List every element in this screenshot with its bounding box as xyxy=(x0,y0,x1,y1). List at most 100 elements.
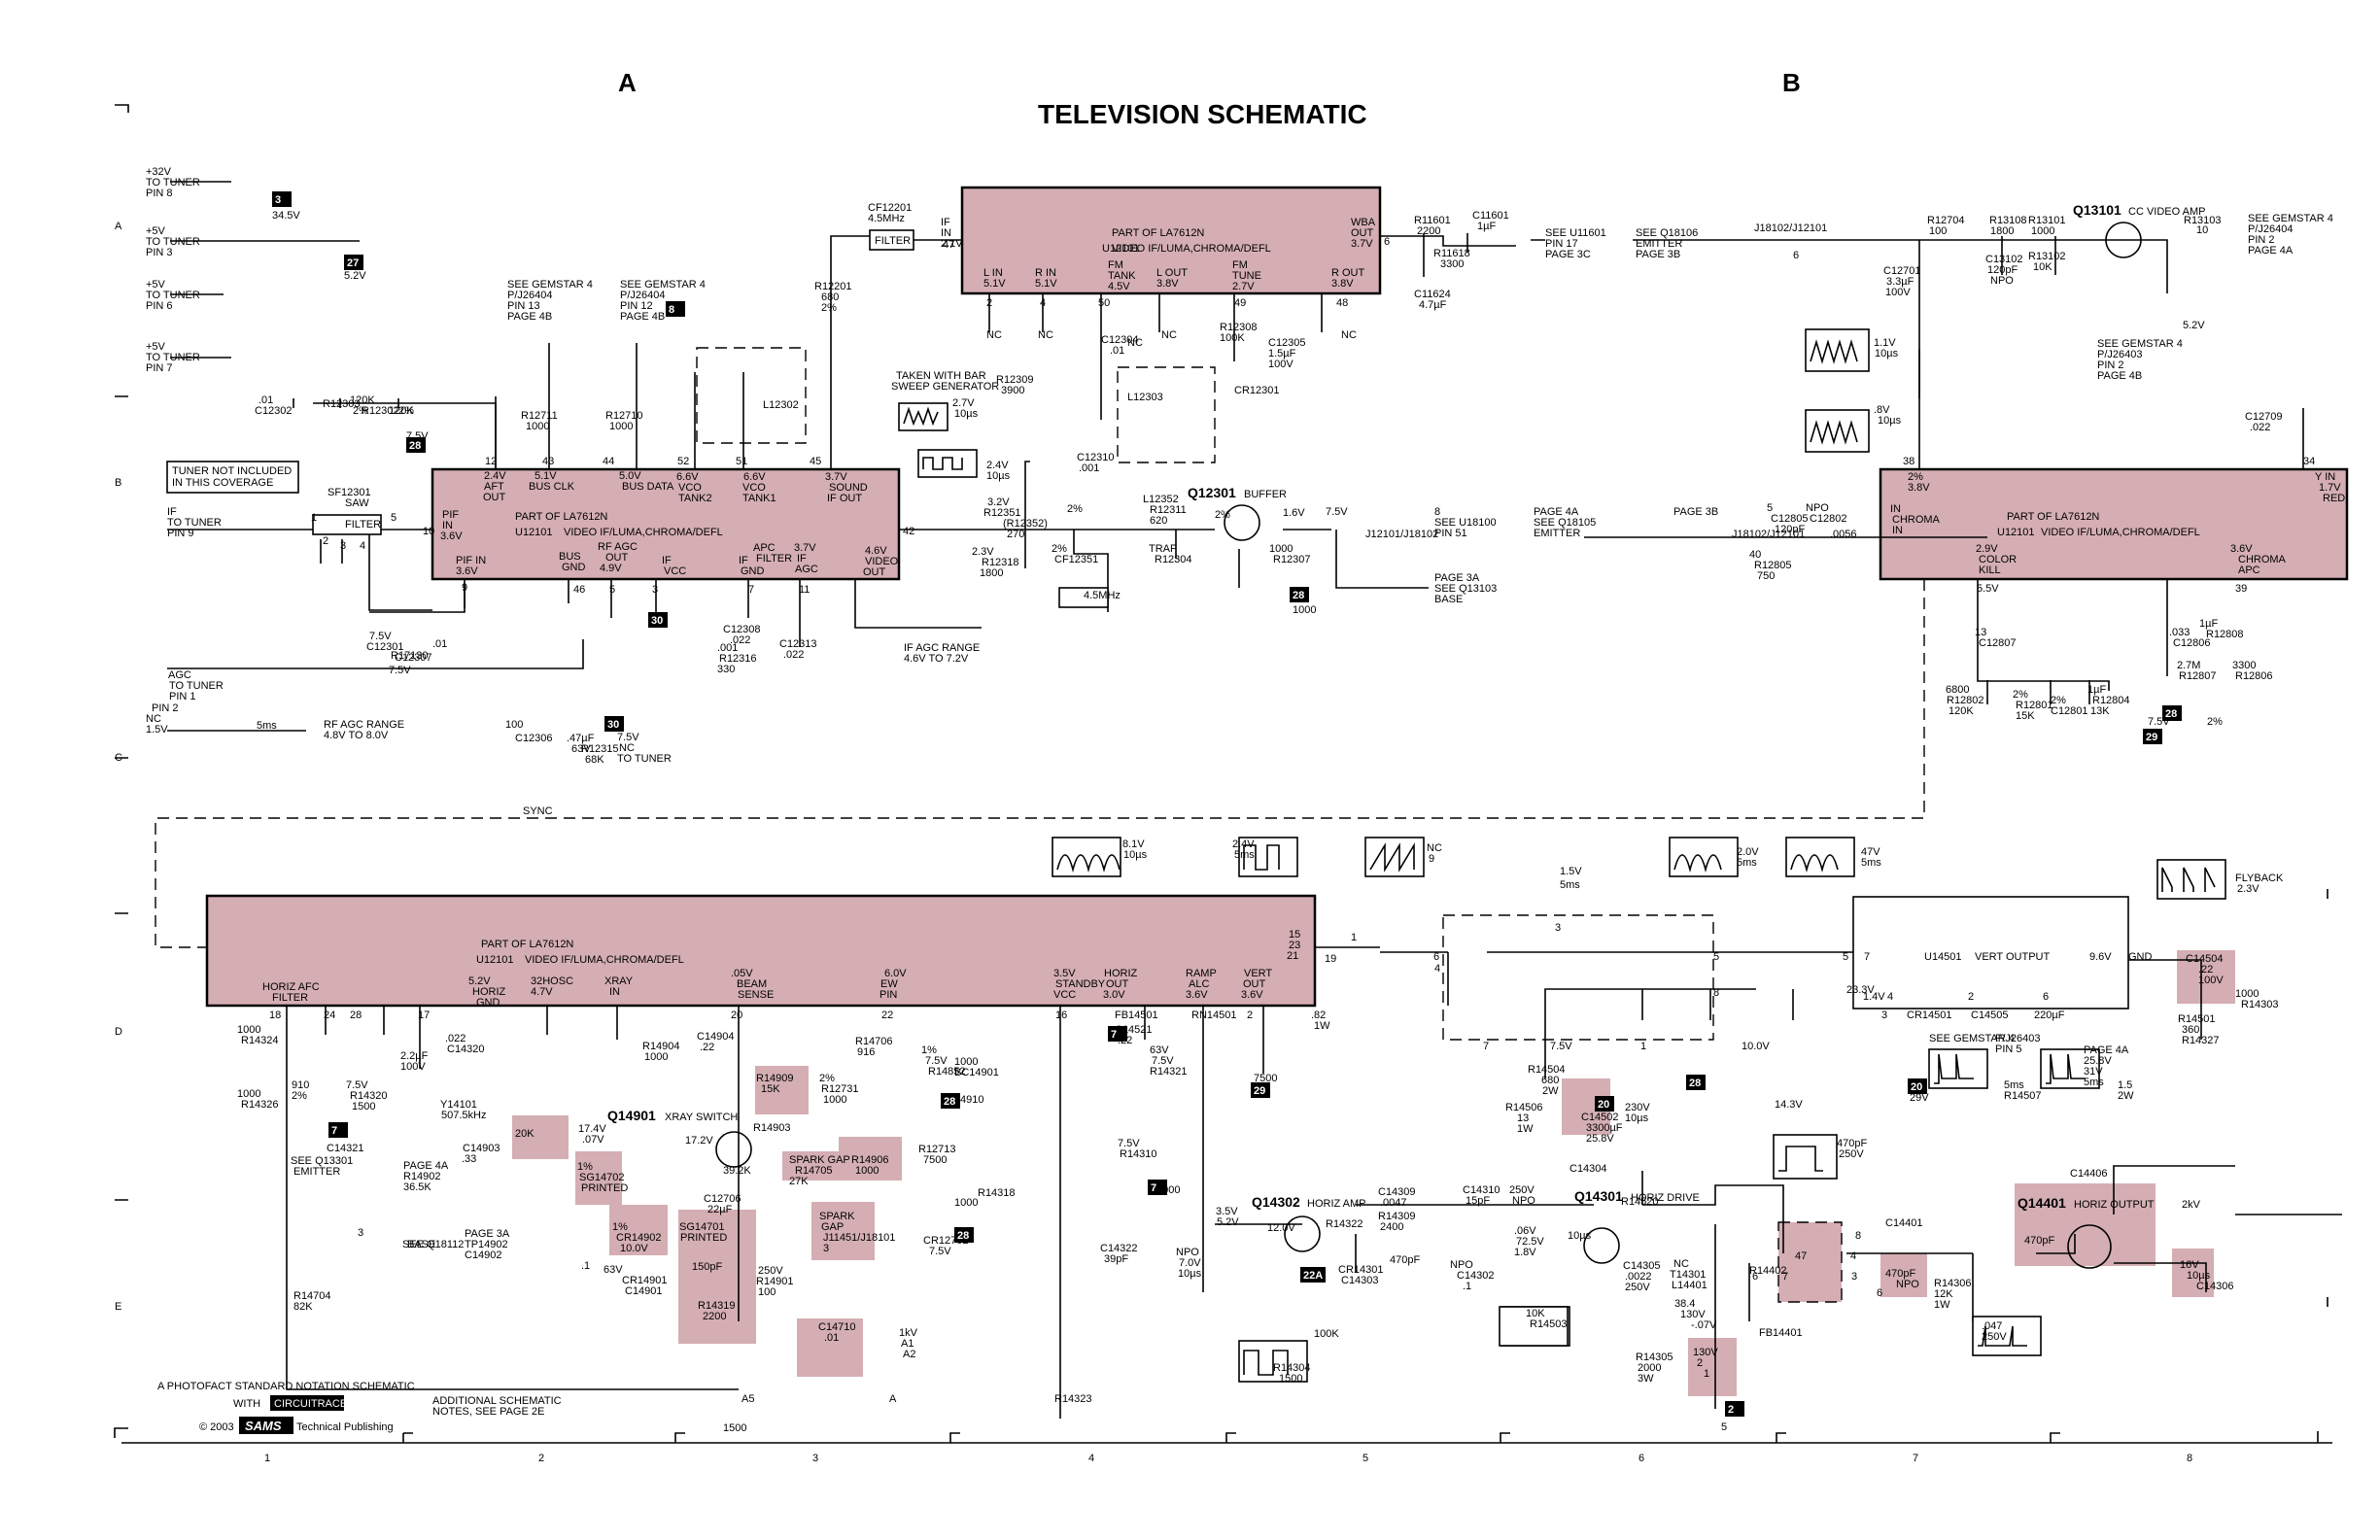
component-label: 72.5V xyxy=(1516,1236,1544,1248)
component-label: 1500 xyxy=(723,1422,746,1434)
component-label: 2.9V xyxy=(1976,543,1998,555)
component-label: 120K xyxy=(350,394,375,406)
component-label: 2% xyxy=(1052,543,1067,555)
component-label: 2.4V xyxy=(986,460,1009,471)
component-label: T14301 xyxy=(1670,1269,1706,1281)
component-label: .07V xyxy=(582,1134,604,1146)
component-label: R14906 xyxy=(851,1154,889,1166)
component-label: 3 xyxy=(358,1227,363,1239)
component-label: R12704 xyxy=(1927,215,1965,226)
component-label: 1% xyxy=(577,1161,593,1173)
component-label: 7.5V xyxy=(1550,1041,1572,1052)
component-label: R12315 xyxy=(581,743,619,755)
svg-text:+5V: +5V xyxy=(146,279,166,291)
component-label: R12351 xyxy=(983,507,1021,519)
svg-text:22A: 22A xyxy=(1303,1270,1323,1282)
tuner-note-box xyxy=(166,461,299,494)
component-label: R13101 xyxy=(2028,215,2066,226)
component-label: FLYBACK xyxy=(2235,873,2284,884)
ic-desc: VIDEO IF/LUMA,CHROMA/DEFL xyxy=(525,954,684,966)
component-label: 49 xyxy=(1234,297,1246,309)
col-3: 3 xyxy=(812,1453,818,1464)
voltage-badge: 29 xyxy=(2143,729,2162,744)
component-label: 8.1V xyxy=(1122,838,1145,850)
col-2: 2 xyxy=(538,1453,544,1464)
component-label: EMITTER xyxy=(293,1166,340,1178)
component-label: RF AGC xyxy=(598,541,638,553)
component-label: 6.0V xyxy=(884,968,907,979)
trap-box xyxy=(1058,587,1109,608)
voltage-badge: 3 xyxy=(272,191,292,207)
component-label: SOUND xyxy=(829,482,868,494)
component-label: 1.5V xyxy=(146,724,168,736)
component-label: Y14101 xyxy=(440,1099,477,1111)
component-label: BUS DATA xyxy=(622,481,674,493)
component-label: 100 xyxy=(505,719,523,731)
component-label: 3 xyxy=(1555,922,1561,934)
component-label: CR14901 xyxy=(622,1275,667,1286)
component-label: 3.8V xyxy=(1908,482,1930,494)
component-label: 40 xyxy=(1749,549,1761,561)
component-label: R14305 xyxy=(1636,1352,1673,1363)
component-label: 9 xyxy=(462,582,467,594)
sams-logo xyxy=(239,1417,293,1434)
component-label: 100K xyxy=(1220,332,1245,344)
component-label: .05V xyxy=(731,968,753,979)
component-label: 250V xyxy=(1509,1184,1535,1196)
component-label: 100V xyxy=(400,1061,426,1073)
q14301-ref: Q14301 xyxy=(1574,1188,1623,1204)
component-label: OUT xyxy=(605,552,629,564)
component-label: 4.9V xyxy=(600,563,622,574)
component-label: 20K xyxy=(515,1128,535,1140)
component-label: 330 xyxy=(717,664,735,675)
component-label: 1 xyxy=(311,512,317,524)
frame-ticks xyxy=(114,104,2332,1444)
component-label: .001 xyxy=(717,642,738,654)
component-label: 2000 xyxy=(1638,1362,1661,1374)
component-label: 3.8V xyxy=(1331,278,1354,290)
component-label: NC xyxy=(1127,337,1143,349)
component-label: 5 xyxy=(1843,951,1848,963)
component-label: A2 xyxy=(903,1349,915,1360)
component-label: PAGE 4A xyxy=(403,1160,449,1172)
component-label: PIN 2 xyxy=(2248,234,2275,246)
component-label: .01 xyxy=(432,638,447,650)
voltage-badge: 28 xyxy=(2162,705,2182,721)
component-label: SEE Q13103 xyxy=(1434,583,1497,595)
component-label: 5 xyxy=(1713,951,1719,963)
component-label: R14507 xyxy=(2004,1090,2042,1102)
component-label: APC xyxy=(2238,565,2260,576)
component-label: 15K xyxy=(761,1083,780,1095)
component-label: 1000 xyxy=(954,1056,978,1068)
component-label: J18102/J12101 xyxy=(1732,529,1805,540)
component-label: 4 xyxy=(1887,991,1893,1003)
component-label: .022 xyxy=(783,649,804,661)
component-label: 3.6V xyxy=(456,565,478,577)
component-label: .0022 xyxy=(1625,1271,1652,1283)
component-label: R13102 xyxy=(2028,251,2066,262)
component-label: 1kV xyxy=(899,1327,918,1339)
component-label: 14.3V xyxy=(1775,1099,1803,1111)
component-label: FILTER xyxy=(272,992,308,1004)
component-label: R14704 xyxy=(293,1290,331,1302)
component-label: .01 xyxy=(824,1332,839,1344)
component-label: APC xyxy=(753,542,776,554)
component-label: .022 xyxy=(445,1033,466,1044)
component-label: 68K xyxy=(585,754,604,766)
component-label: VCC xyxy=(664,565,686,577)
component-label: 7.5V xyxy=(929,1246,951,1257)
component-label: 7 xyxy=(1864,951,1870,963)
component-label: 32HOSC xyxy=(531,975,573,987)
component-label: 1.5µF xyxy=(1268,348,1296,359)
component-label: 100V xyxy=(2198,975,2224,986)
component-label: 6.6V xyxy=(743,471,766,483)
ic-u14501 xyxy=(1852,896,2129,1010)
component-label: 1µF xyxy=(2087,684,2106,696)
component-label: 13 xyxy=(1975,627,1986,638)
component-label: R14904 xyxy=(642,1041,680,1052)
component-label: 3300µF xyxy=(1586,1122,1623,1134)
component-label: 3 xyxy=(1881,1010,1887,1021)
q14901-desc: XRAY SWITCH xyxy=(665,1112,738,1123)
component-label: IF xyxy=(739,555,748,566)
publisher: Technical Publishing xyxy=(296,1421,394,1433)
